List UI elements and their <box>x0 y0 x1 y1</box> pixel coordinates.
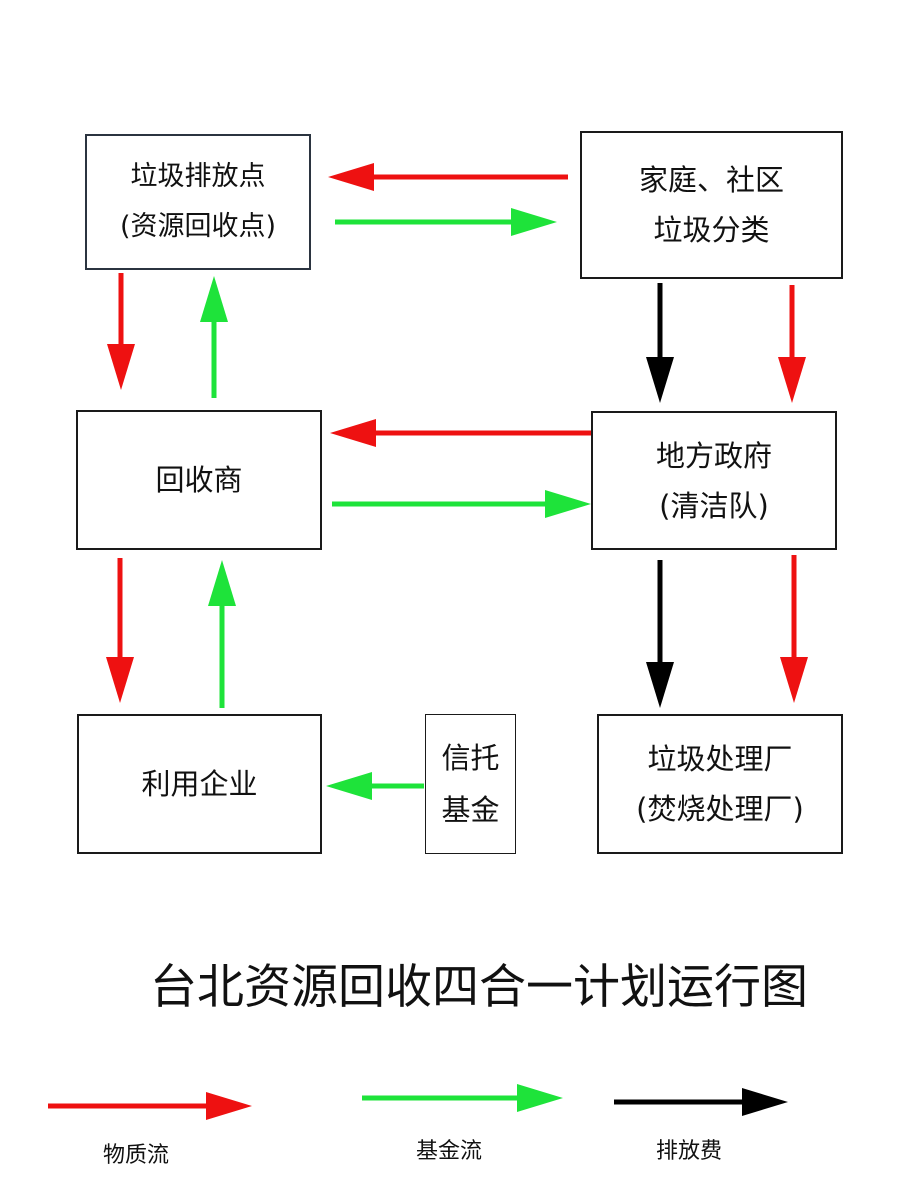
arrow-head <box>778 357 806 403</box>
drop-point-sublabel: (资源回收点) <box>119 211 277 242</box>
arrow-material-government-to-plant <box>780 555 808 703</box>
legend-fee-arrow <box>614 1088 788 1116</box>
plant-sublabel: (焚烧处理厂) <box>636 792 804 826</box>
arrow-fee-household-to-government <box>646 283 674 403</box>
plant-label: 垃圾处理厂 <box>647 742 793 776</box>
node-recycler: 回收商 <box>76 410 322 550</box>
node-household: 家庭、社区 垃圾分类 <box>580 131 843 279</box>
household-label: 家庭、社区 <box>638 163 784 197</box>
trust-fund-label: 信托 <box>441 741 500 775</box>
legend-fund-arrow <box>362 1084 563 1112</box>
arrow-head <box>326 772 372 800</box>
arrow-head <box>646 662 674 708</box>
arrow-head <box>107 344 135 390</box>
trust-fund-sublabel: 基金 <box>441 793 500 827</box>
arrow-head <box>328 163 374 191</box>
node-utilization: 利用企业 <box>77 714 322 854</box>
arrow-material-household-to-government <box>778 285 806 403</box>
government-label: 地方政府 <box>655 438 772 473</box>
arrow-material-government-to-recycler <box>330 419 591 447</box>
legend-fee-label: 排放费 <box>656 1139 723 1164</box>
node-plant: 垃圾处理厂 (焚烧处理厂) <box>597 714 843 854</box>
arrow-fee-government-to-plant <box>646 560 674 708</box>
arrow-head <box>517 1084 563 1112</box>
arrow-head <box>330 419 376 447</box>
arrow-fund-drop-to-household <box>335 208 557 236</box>
arrow-head <box>200 276 228 322</box>
node-trust-fund: 信托 基金 <box>425 714 516 854</box>
arrow-head <box>646 357 674 403</box>
arrow-head <box>106 657 134 703</box>
arrow-material-recycler-to-utilization <box>106 558 134 703</box>
arrow-material-household-to-drop <box>328 163 568 191</box>
drop-point-label: 垃圾排放点 <box>130 161 266 192</box>
arrow-head <box>780 657 808 703</box>
arrow-head <box>742 1088 788 1116</box>
arrow-head <box>206 1092 252 1120</box>
arrow-head <box>208 560 236 606</box>
legend-material-arrow <box>48 1092 252 1120</box>
arrow-fund-trust-to-utilization <box>326 772 424 800</box>
recycler-label: 回收商 <box>155 463 243 497</box>
node-drop-point: 垃圾排放点 (资源回收点) <box>85 134 311 270</box>
arrow-fund-recycler-to-government <box>332 490 591 518</box>
arrow-fund-utilization-to-recycler <box>208 560 236 708</box>
utilization-label: 利用企业 <box>141 767 258 801</box>
arrow-fund-recycler-to-drop <box>200 276 228 398</box>
government-sublabel: (清洁队) <box>659 488 769 523</box>
arrow-head <box>511 208 557 236</box>
legend-fund-label: 基金流 <box>416 1139 483 1164</box>
arrow-head <box>545 490 591 518</box>
household-sublabel: 垃圾分类 <box>653 213 770 247</box>
node-government: 地方政府 (清洁队) <box>591 411 837 550</box>
arrow-material-drop-to-recycler <box>107 273 135 390</box>
diagram-title: 台北资源回收四合一计划运行图 <box>150 960 808 1015</box>
legend-material-label: 物质流 <box>103 1143 170 1168</box>
